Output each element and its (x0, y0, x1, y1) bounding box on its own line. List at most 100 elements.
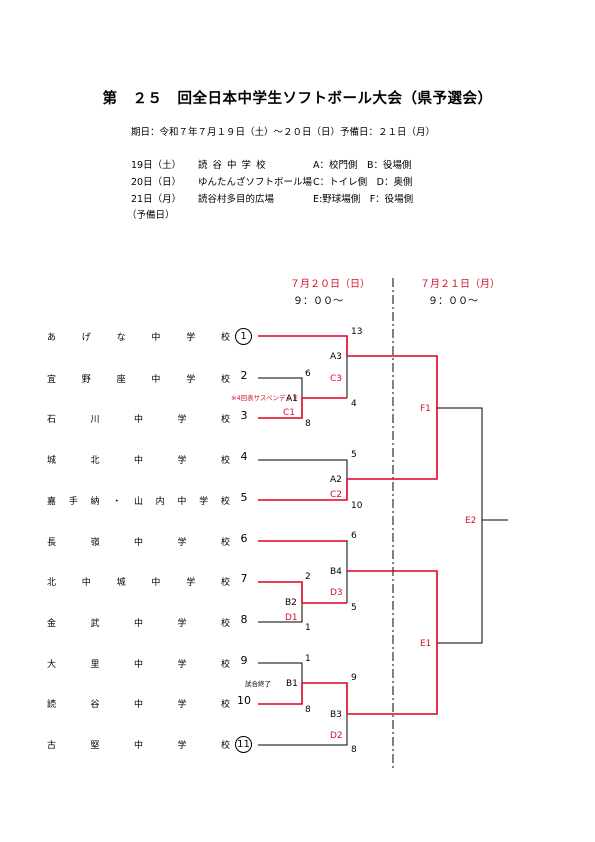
win-a3 (347, 355, 438, 408)
team-name-char: 校 (220, 578, 230, 588)
venue-courts-1: A：校門側 B：役場側 (313, 160, 412, 171)
match-b2: B2 (285, 598, 297, 608)
match-c3: C3 (330, 374, 342, 384)
team-num-11: 11 (235, 736, 252, 753)
line-t8 (258, 603, 303, 623)
team-name-char: 校 (220, 741, 230, 751)
team-name-char: 中 (151, 578, 161, 588)
score-q1-bot: 4 (351, 399, 357, 409)
team-name-char: 堅 (90, 741, 100, 751)
team-name-char: げ (81, 333, 91, 343)
match-a1: A1 (286, 394, 298, 404)
team-name-6: 長嶺中学校 (47, 535, 230, 548)
score-m1-top: 6 (305, 369, 311, 379)
team-name-char: 北 (90, 456, 100, 466)
team-num-9: 9 (240, 654, 248, 667)
team-name-9: 大里中学校 (47, 657, 230, 670)
match-e2: E2 (465, 516, 476, 526)
win-b4 (347, 570, 438, 643)
team-name-char: 城 (116, 578, 126, 588)
win-t7 (258, 581, 303, 603)
team-name-7: 北中城中学校 (47, 575, 230, 588)
venue-name-2: ゆんたんざソフトボール場 (198, 177, 313, 188)
team-name-char: 校 (220, 538, 230, 548)
team-num-1: 1 (235, 328, 252, 345)
venue-date-3: 21日（月） (131, 194, 182, 205)
team-num-4: 4 (240, 450, 248, 463)
winner-lines (258, 335, 438, 715)
team-name-char: 長 (47, 538, 57, 548)
match-b4: B4 (330, 567, 342, 577)
team-name-char: 校 (220, 660, 230, 670)
team-name-char: 学 (177, 700, 187, 710)
line-t4 (258, 459, 348, 479)
team-name-char: 学 (177, 456, 187, 466)
team-name-8: 金武中学校 (47, 616, 230, 629)
score-m2-top: 2 (305, 572, 311, 582)
match-b3: B3 (330, 710, 342, 720)
team-name-11: 古堅中学校 (47, 738, 230, 751)
score-q3-bot: 5 (351, 603, 357, 613)
score-q2-top: 5 (351, 450, 357, 460)
team-name-char: 谷 (90, 700, 100, 710)
team-name-char: 中 (133, 660, 143, 670)
team-name-char: 中 (151, 333, 161, 343)
team-name-char: 北 (47, 578, 57, 588)
line-t9 (258, 662, 303, 683)
team-num-10: 10 (237, 694, 251, 707)
score-q1-top: 13 (351, 327, 362, 337)
team-name-char: 校 (220, 415, 230, 425)
team-name-char: 内 (155, 497, 165, 507)
team-name-char: 大 (47, 660, 57, 670)
win-a2 (347, 408, 438, 480)
team-name-char: 中 (133, 700, 143, 710)
score-q3-top: 6 (351, 531, 357, 541)
team-num-6: 6 (240, 532, 248, 545)
match-b1-note: 試合終了 (245, 679, 271, 688)
team-name-char: 校 (220, 619, 230, 629)
team-name-char: 川 (90, 415, 100, 425)
day1-date: ７月２０日（日） (290, 278, 370, 290)
team-name-char: 学 (186, 578, 196, 588)
team-num-2: 2 (240, 369, 248, 382)
bracket-lines (258, 356, 508, 746)
team-name-char: 城 (47, 456, 57, 466)
team-name-char: 学 (177, 660, 187, 670)
team-name-char: 中 (151, 375, 161, 385)
win-t1 (258, 335, 348, 356)
team-name-5: 嘉手納・山内中学校 (47, 494, 230, 507)
team-name-char: 学 (186, 375, 196, 385)
team-name-char: 宜 (47, 375, 57, 385)
team-name-char: 中 (133, 741, 143, 751)
team-name-char: ・ (112, 497, 122, 507)
match-a2: A2 (330, 475, 342, 485)
match-e1: E1 (420, 639, 431, 649)
team-name-char: 座 (116, 375, 126, 385)
team-name-char: 校 (220, 456, 230, 466)
team-name-char: 校 (220, 375, 230, 385)
match-c1: C1 (283, 408, 295, 418)
team-name-char: 学 (177, 415, 187, 425)
match-a1-note: ※4回表サスペンデッド (231, 393, 299, 402)
win-t5 (258, 479, 348, 501)
win-b3 (347, 643, 438, 715)
team-name-1: あげな中学校 (47, 330, 230, 343)
team-name-char: 中 (133, 619, 143, 629)
page-title: 第 ２５ 回全日本中学生ソフトボール大会（県予選会） (102, 91, 493, 107)
venue-courts-3: E:野球場側 F：役場側 (313, 194, 414, 205)
day2-time: ９：００～ (428, 296, 478, 307)
scores: 6 8 2 1 1 8 13 4 5 10 6 5 9 8 (305, 327, 363, 755)
score-m3-top: 1 (305, 654, 311, 664)
line-t11 (258, 714, 348, 746)
match-c2: C2 (330, 490, 342, 500)
team-name-4: 城北中学校 (47, 453, 230, 466)
team-name-char: 里 (90, 660, 100, 670)
team-name-char: 野 (81, 375, 91, 385)
win-t3 (258, 398, 303, 419)
venue-date-2: 20日（日） (131, 177, 182, 188)
team-name-2: 宜野座中学校 (47, 372, 230, 385)
match-a3: A3 (330, 352, 342, 362)
team-name-char: 石 (47, 415, 57, 425)
score-q4-bot: 8 (351, 745, 357, 755)
team-name-char: な (116, 333, 126, 343)
